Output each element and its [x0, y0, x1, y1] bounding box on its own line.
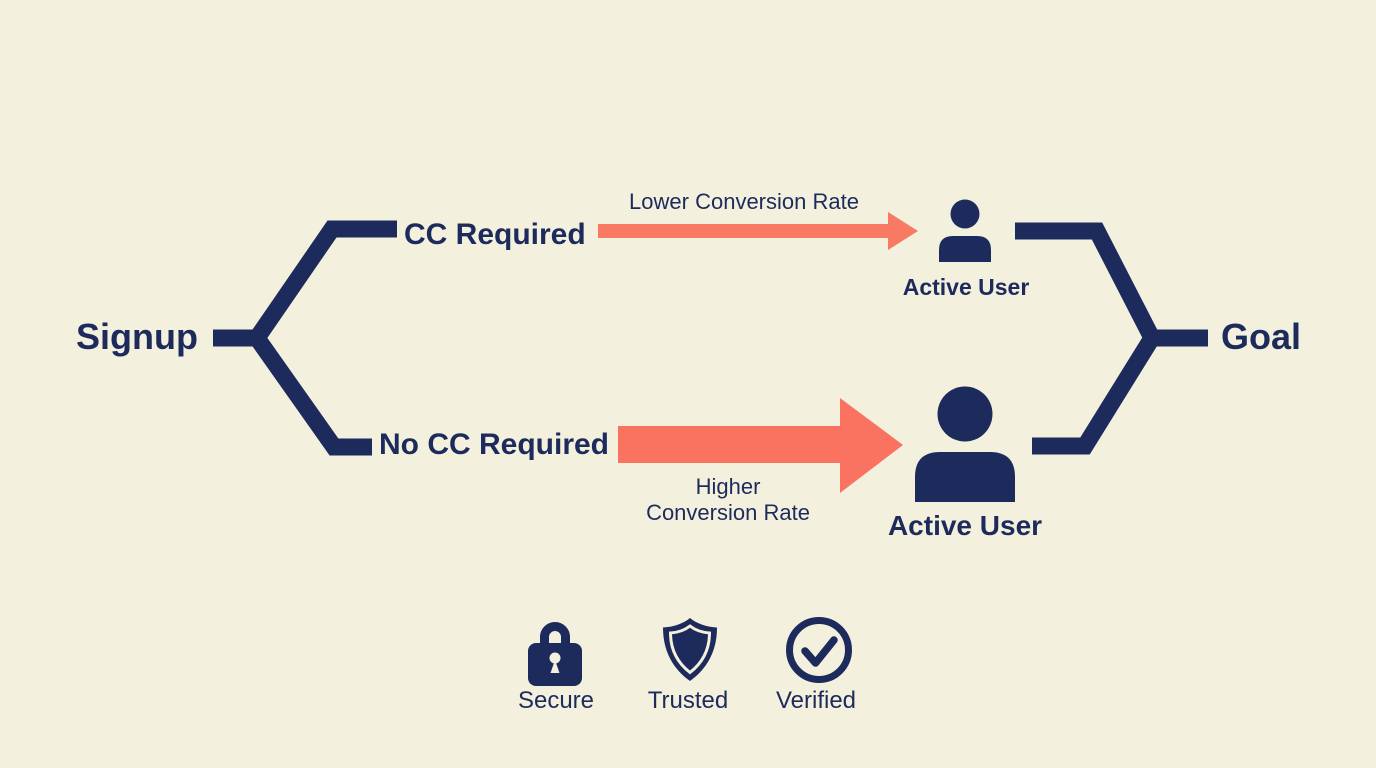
badge-label-secure: Secure: [517, 687, 595, 714]
branch-line-bottom-left: [213, 329, 372, 456]
badge-label-trusted: Trusted: [647, 687, 729, 714]
merge-line-bottom-right: [1032, 329, 1208, 455]
shield-icon: [663, 618, 717, 681]
merge-line-top-right: [1015, 222, 1208, 347]
goal-node-label: Goal: [1221, 316, 1302, 357]
signup-node-label: Signup: [76, 316, 198, 357]
active-user-top-label: Active User: [902, 274, 1030, 300]
cc-required-branch-label: CC Required: [404, 218, 586, 251]
check-circle-icon: [786, 617, 852, 683]
higher-conversion-rate-label: Higher Conversion Rate: [646, 474, 810, 525]
user-icon: [939, 199, 991, 262]
active-user-bottom-label: Active User: [887, 510, 1043, 541]
lower-conversion-rate-label: Lower Conversion Rate: [629, 189, 859, 214]
higher-conversion-arrow-icon: [618, 398, 903, 493]
branch-line-top-left: [213, 220, 397, 347]
user-icon: [915, 386, 1015, 502]
lock-icon: [528, 622, 582, 686]
badge-label-verified: Verified: [775, 687, 857, 714]
no-cc-required-branch-label: No CC Required: [379, 428, 610, 461]
lower-conversion-arrow-icon: [598, 212, 918, 250]
